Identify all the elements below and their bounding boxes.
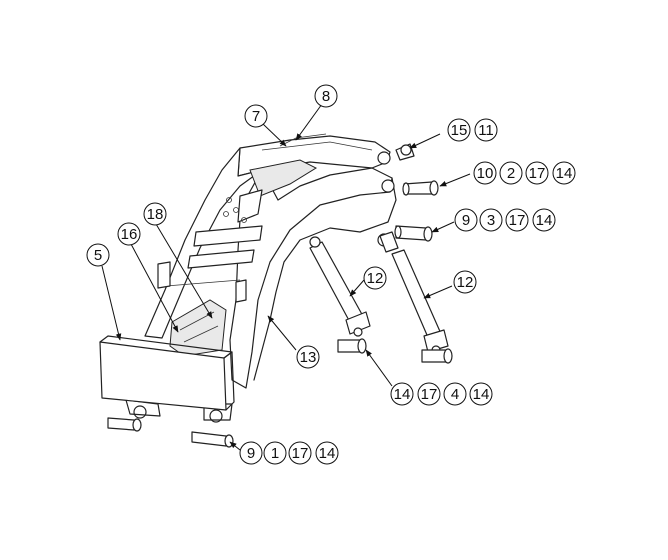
hydraulic-cylinder-left bbox=[309, 236, 371, 337]
callout-label: 17 bbox=[292, 445, 309, 462]
callout-label: 13 bbox=[300, 349, 317, 366]
pin-9-upper bbox=[394, 225, 433, 242]
callout-7: 7 bbox=[244, 104, 268, 128]
callout-14-17-4-14: 14 17 4 14 bbox=[390, 382, 493, 406]
callout-label: 17 bbox=[509, 212, 526, 229]
bucket-plate bbox=[99, 335, 235, 411]
callout-12-right: 12 bbox=[453, 270, 477, 294]
callout-label: 9 bbox=[247, 445, 255, 462]
callout-label: 3 bbox=[487, 212, 495, 229]
callout-label: 7 bbox=[252, 108, 260, 125]
callout-10-2-17-14: 10 2 17 14 bbox=[473, 161, 576, 185]
pin-9-lower bbox=[191, 431, 234, 448]
callout-12-left: 12 bbox=[363, 266, 387, 290]
loader-frame bbox=[125, 133, 397, 423]
callout-9-3-17-14: 9 3 17 14 bbox=[454, 208, 556, 232]
pin-14-mid bbox=[337, 338, 367, 354]
pin-lower-left bbox=[107, 417, 142, 432]
callout-label: 14 bbox=[556, 165, 573, 182]
callout-label: 16 bbox=[121, 226, 138, 243]
callout-label: 9 bbox=[462, 212, 470, 229]
callout-label: 12 bbox=[457, 274, 474, 291]
callout-label: 17 bbox=[529, 165, 546, 182]
callout-label: 2 bbox=[507, 165, 515, 182]
callout-15-11: 15 11 bbox=[447, 118, 498, 142]
callout-label: 1 bbox=[271, 445, 279, 462]
callout-label: 4 bbox=[451, 386, 459, 403]
hydraulic-cylinder-right bbox=[379, 231, 449, 355]
callout-label: 14 bbox=[473, 386, 490, 403]
pin-lower-right bbox=[421, 348, 453, 364]
callout-label: 12 bbox=[367, 270, 384, 287]
callout-label: 15 bbox=[451, 122, 468, 139]
pin-10 bbox=[402, 180, 439, 196]
leader-lines bbox=[101, 103, 471, 451]
callout-label: 5 bbox=[94, 247, 102, 264]
callout-label: 14 bbox=[394, 386, 411, 403]
callout-9-1-17-14: 9 1 17 14 bbox=[239, 441, 339, 465]
pin-15-11 bbox=[395, 143, 415, 161]
callout-label: 18 bbox=[147, 206, 164, 223]
callout-label: 11 bbox=[478, 122, 494, 139]
callout-label: 17 bbox=[421, 386, 438, 403]
callout-label: 14 bbox=[536, 212, 553, 229]
callout-16: 16 bbox=[117, 222, 141, 246]
callout-label: 10 bbox=[477, 165, 494, 182]
callout-18: 18 bbox=[143, 202, 167, 226]
callout-label: 14 bbox=[319, 445, 336, 462]
callout-13: 13 bbox=[296, 345, 320, 369]
callout-8: 8 bbox=[314, 84, 338, 108]
callout-label: 8 bbox=[322, 88, 330, 105]
callout-5: 5 bbox=[86, 243, 110, 267]
